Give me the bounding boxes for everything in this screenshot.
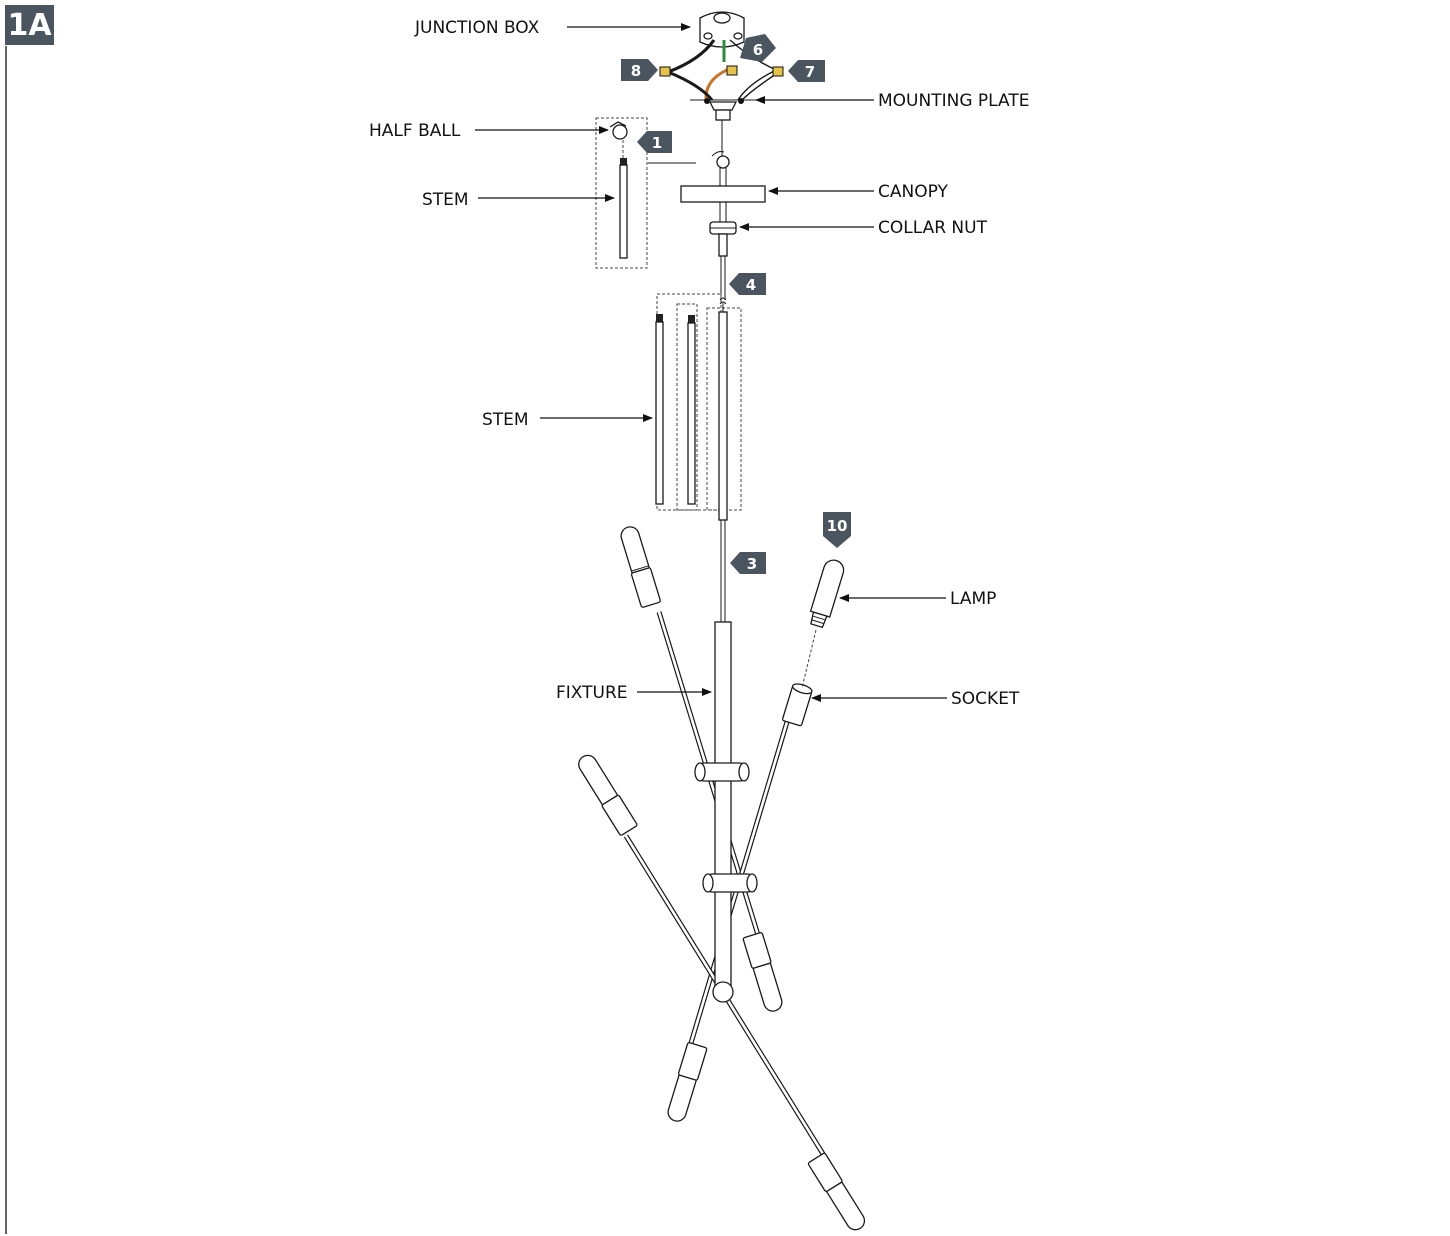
label-mounting-plate: MOUNTING PLATE: [878, 91, 1029, 111]
step-badge-10-text: 10: [827, 517, 848, 535]
label-canopy: CANOPY: [878, 182, 948, 202]
step-badge-6: 6: [740, 34, 776, 62]
stems-group: [655, 293, 742, 521]
lamp: [809, 559, 845, 629]
step-badge-3: 3: [730, 552, 766, 574]
lamp-guide: [801, 629, 817, 689]
socket-arm-upper-left: [620, 526, 661, 608]
socket-arm-lower-right: [742, 932, 783, 1012]
central-stem-lower: [718, 233, 728, 301]
leader-lines: [475, 23, 947, 702]
step-badge-7-text: 7: [805, 63, 815, 81]
label-half-ball: HALF BALL: [369, 121, 461, 141]
step-badge-8: 8: [621, 59, 658, 81]
step-badge-1: 1: [637, 131, 672, 153]
figure-tag-text: 1A: [7, 8, 52, 43]
step-badge-6-text: 6: [753, 41, 763, 59]
figure-tag: 1A: [5, 5, 54, 45]
socket: [782, 683, 813, 727]
step-badge-10: 10: [823, 512, 851, 548]
socket-arm-lower-left: [667, 1042, 708, 1122]
junction-box: [699, 11, 745, 48]
fixture-collars: [694, 762, 758, 1003]
collar-nut: [709, 221, 737, 235]
fixture: [714, 621, 732, 993]
socket-arm-bottom-right: [807, 1152, 866, 1231]
label-collar-nut: COLLAR NUT: [878, 218, 988, 238]
step-badge-7: 7: [788, 60, 825, 82]
mounting-plate: [690, 98, 760, 121]
label-lamp: LAMP: [950, 589, 996, 609]
socket-arm-left: [578, 754, 638, 836]
label-socket: SOCKET: [951, 689, 1020, 709]
wires: [659, 39, 784, 101]
label-junction-box: JUNCTION BOX: [414, 18, 540, 38]
step-badge-4-text: 4: [746, 276, 756, 294]
label-stem-top: STEM: [422, 190, 469, 210]
central-stem-mid: [719, 202, 727, 222]
stem-top-detail: [595, 117, 648, 269]
label-fixture: FIXTURE: [556, 683, 628, 703]
central-stem-upper: [648, 120, 730, 186]
step-badge-1-text: 1: [652, 134, 662, 152]
lead-wire: [720, 520, 726, 622]
label-stem-main: STEM: [482, 410, 529, 430]
step-badge-8-text: 8: [631, 62, 641, 80]
canopy: [680, 185, 766, 203]
step-badge-3-text: 3: [747, 555, 757, 573]
step-badge-4: 4: [729, 273, 766, 295]
